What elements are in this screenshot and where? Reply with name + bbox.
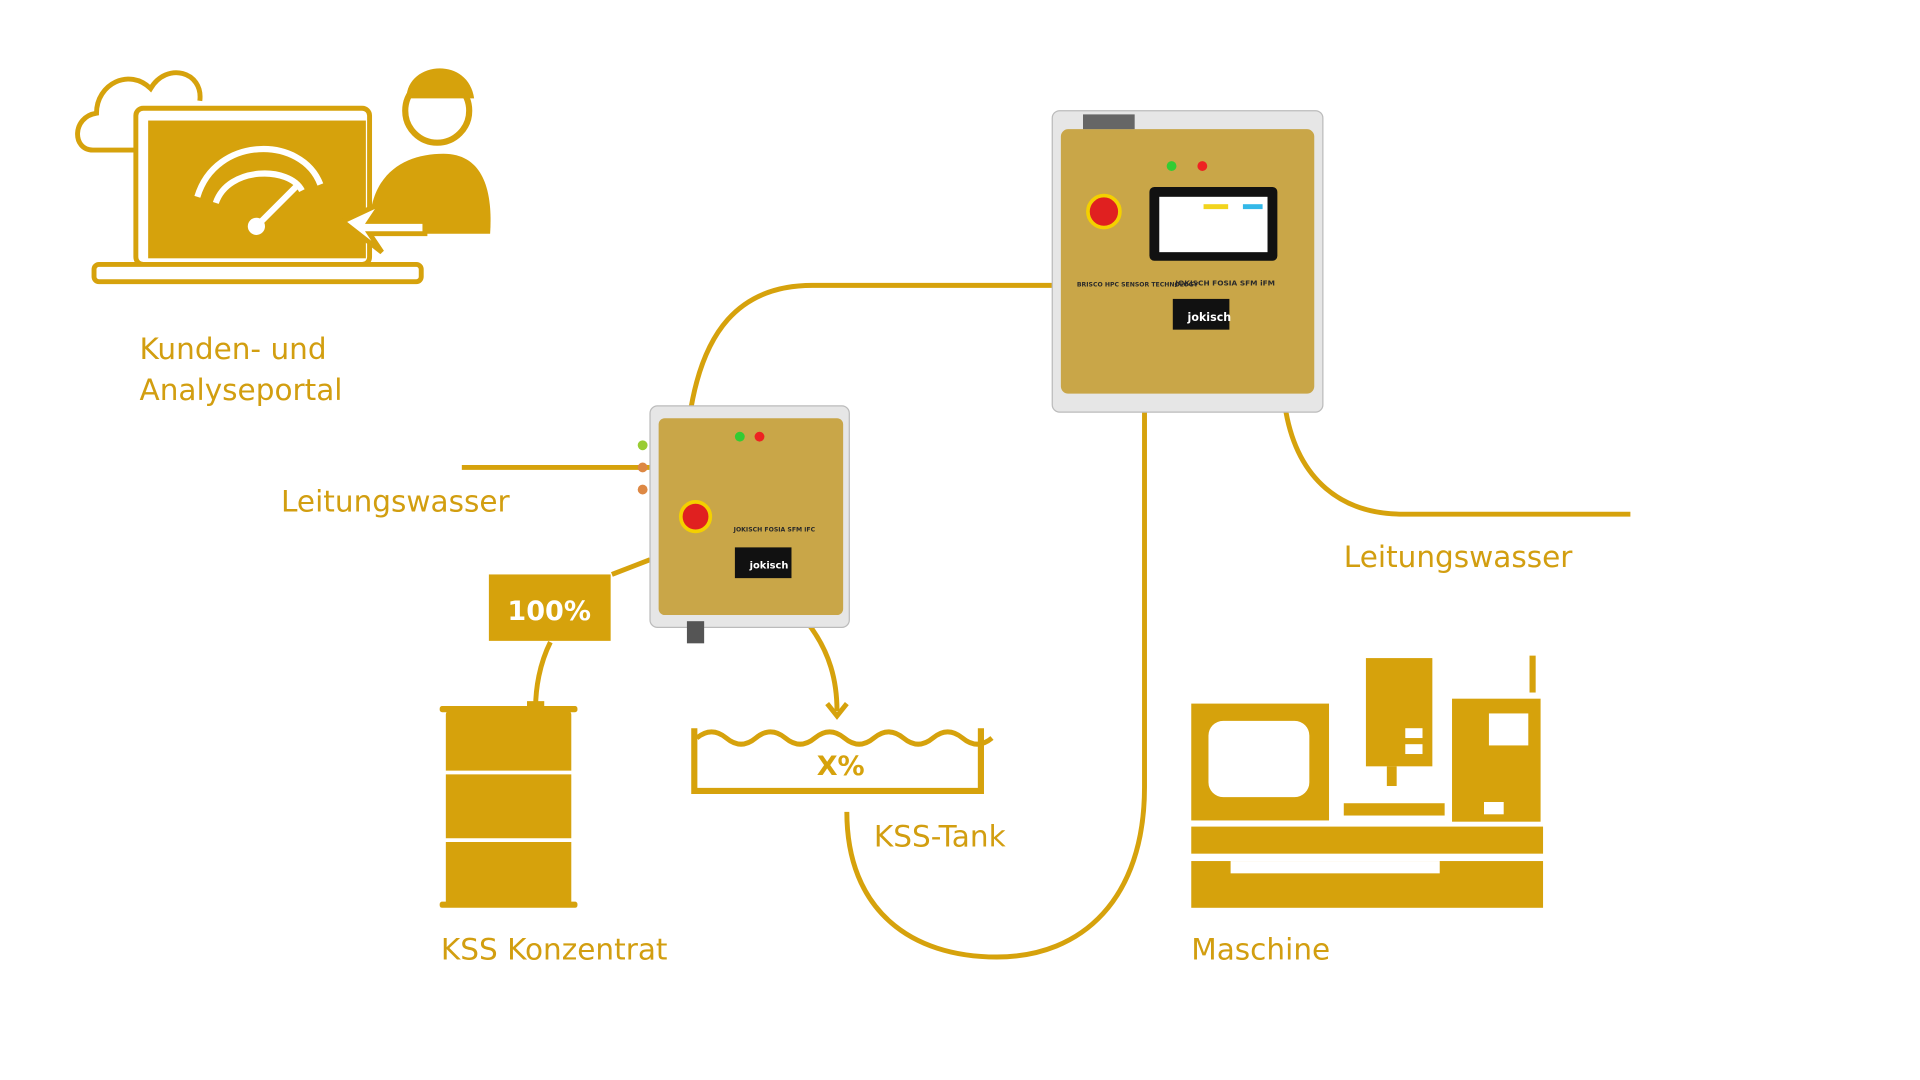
barrel-icon	[439, 701, 578, 908]
line-tap-water-right	[1283, 411, 1631, 517]
cloud-icon	[75, 70, 203, 153]
connection-lines	[461, 282, 1631, 960]
ifc-device: JOKISCH FOSIA SFM iFC jokisch	[637, 405, 850, 644]
tap-water-right-label: Leitungswasser	[1344, 540, 1574, 574]
emergency-stop-icon	[678, 500, 713, 534]
ifm-device: BRISCO HPC SENSOR TECHNOLOGY JOKISCH FOS…	[1051, 110, 1324, 413]
line-concentrate-to-ifc	[611, 557, 651, 577]
ifm-title: JOKISCH FOSIA SFM iFM	[1174, 278, 1275, 287]
tank-percent: X%	[817, 751, 865, 782]
line-ifc-to-tank	[804, 619, 840, 711]
tank-label: KSS-Tank	[874, 819, 1006, 853]
portal-label-1: Kunden- und	[140, 332, 327, 366]
arrow-head-icon	[825, 702, 849, 720]
tap-water-left-label: Leitungswasser	[281, 485, 511, 519]
emergency-stop-icon	[1086, 193, 1122, 230]
concentrate-label: KSS Konzentrat	[441, 932, 668, 966]
line-box-to-barrel	[533, 640, 553, 708]
ifc-title: JOKISCH FOSIA SFM iFC	[733, 526, 816, 533]
machine-label: Maschine	[1191, 932, 1330, 966]
concentrate-percent-badge	[488, 574, 611, 641]
machine-icon	[1191, 655, 1544, 908]
line-ifc-to-ifm	[686, 282, 1054, 419]
line-tank-to-ifm	[844, 405, 1147, 960]
ifc-logo: jokisch	[749, 560, 789, 571]
ifm-logo: jokisch	[1187, 311, 1232, 324]
portal-label-2: Analyseportal	[140, 373, 343, 407]
gauge-icon	[194, 145, 324, 198]
ifm-sensor-label: BRISCO HPC SENSOR TECHNOLOGY	[1077, 282, 1199, 289]
concentrate-percent: 100%	[507, 596, 591, 627]
tank-icon	[691, 728, 994, 795]
portal-icon	[75, 68, 491, 285]
support-person-icon	[337, 68, 491, 255]
